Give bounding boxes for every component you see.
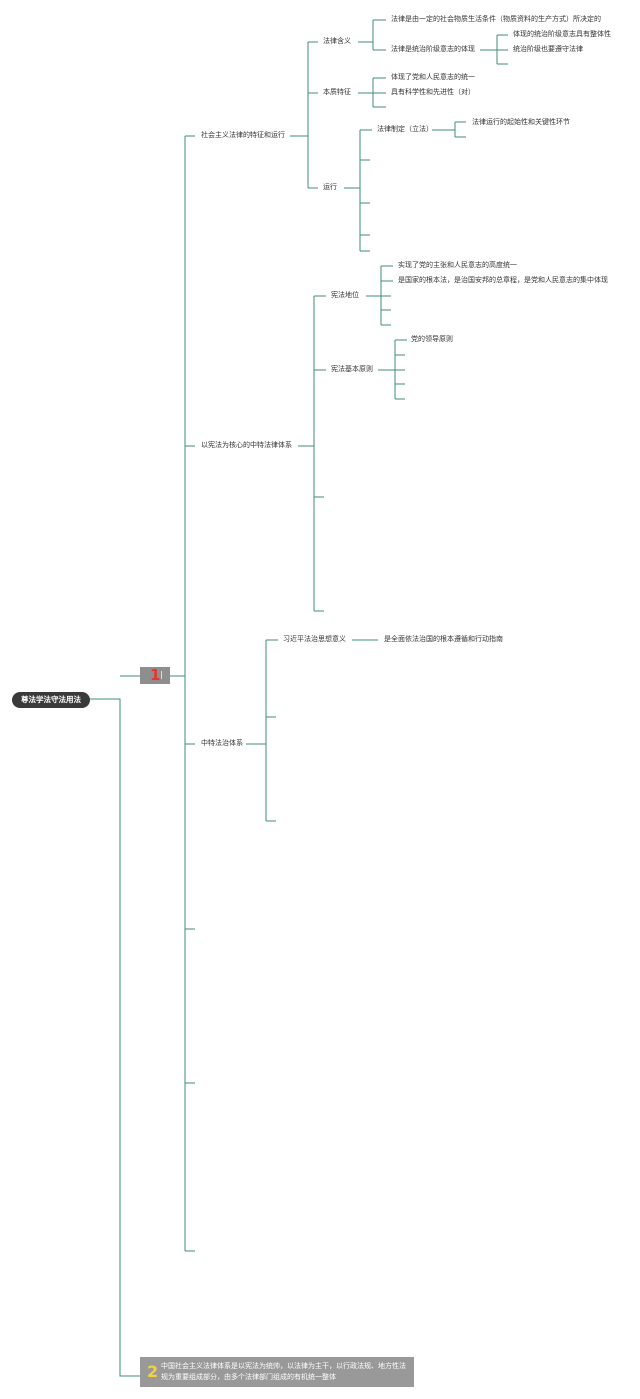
node-s3-title[interactable]: 中特法治体系 bbox=[201, 739, 243, 747]
node-falv-hanyi-sub1[interactable]: 体现的统治阶级意志具有整体性 bbox=[513, 30, 611, 38]
node-xianfa-diwei[interactable]: 宪法地位 bbox=[331, 291, 359, 299]
node-yunxing-zhiding-sub[interactable]: 法律运行的起始性和关键性环节 bbox=[472, 118, 570, 126]
section-badge-1[interactable]: 1 bbox=[140, 667, 170, 684]
section-badge-2[interactable]: 2 中国社会主义法律体系是以宪法为统帅，以法律为主干，以行政法规、地方性法规为重… bbox=[140, 1357, 414, 1387]
node-s1-title[interactable]: 社会主义法律的特征和运行 bbox=[201, 131, 285, 139]
root-node[interactable]: 尊法学法守法用法 bbox=[12, 692, 90, 708]
node-benzhi-item1[interactable]: 体现了党和人民意志的统一 bbox=[391, 73, 475, 81]
node-falv-hanyi-item1[interactable]: 法律是由一定的社会物质生活条件（物质资料的生产方式）所决定的 bbox=[391, 15, 601, 23]
node-xianfa-yuanze[interactable]: 宪法基本原则 bbox=[331, 365, 373, 373]
node-xianfa-diwei-item2[interactable]: 是国家的根本法，是治国安邦的总章程，是党和人民意志的集中体现 bbox=[398, 276, 608, 284]
badge-divider bbox=[161, 671, 162, 679]
node-s2-title[interactable]: 以宪法为核心的中特法律体系 bbox=[201, 441, 292, 449]
node-benzhi[interactable]: 本质特征 bbox=[323, 88, 351, 96]
node-yunxing-zhiding[interactable]: 法律制定（立法） bbox=[377, 125, 433, 133]
node-xi-fazhi-item1[interactable]: 是全面依法治国的根本遵循和行动指南 bbox=[384, 635, 503, 643]
node-falv-hanyi-sub2[interactable]: 统治阶级也要遵守法律 bbox=[513, 45, 583, 53]
node-falv-hanyi[interactable]: 法律含义 bbox=[323, 37, 351, 45]
badge-number-2: 2 bbox=[147, 1362, 159, 1381]
badge-2-text: 中国社会主义法律体系是以宪法为统帅，以法律为主干，以行政法规、地方性法规为重要组… bbox=[161, 1362, 406, 1381]
node-xianfa-diwei-item1[interactable]: 实现了党的主张和人民意志的高度统一 bbox=[398, 261, 517, 269]
node-benzhi-item2[interactable]: 具有科学性和先进性（对） bbox=[391, 88, 475, 96]
node-xianfa-yuanze-item1[interactable]: 党的领导原则 bbox=[411, 335, 453, 343]
node-xi-fazhi[interactable]: 习近平法治思想意义 bbox=[283, 635, 346, 643]
node-yunxing[interactable]: 运行 bbox=[323, 183, 337, 191]
node-falv-hanyi-item2[interactable]: 法律是统治阶级意志的体现 bbox=[391, 45, 475, 53]
badge-number-1: 1 bbox=[150, 666, 161, 684]
